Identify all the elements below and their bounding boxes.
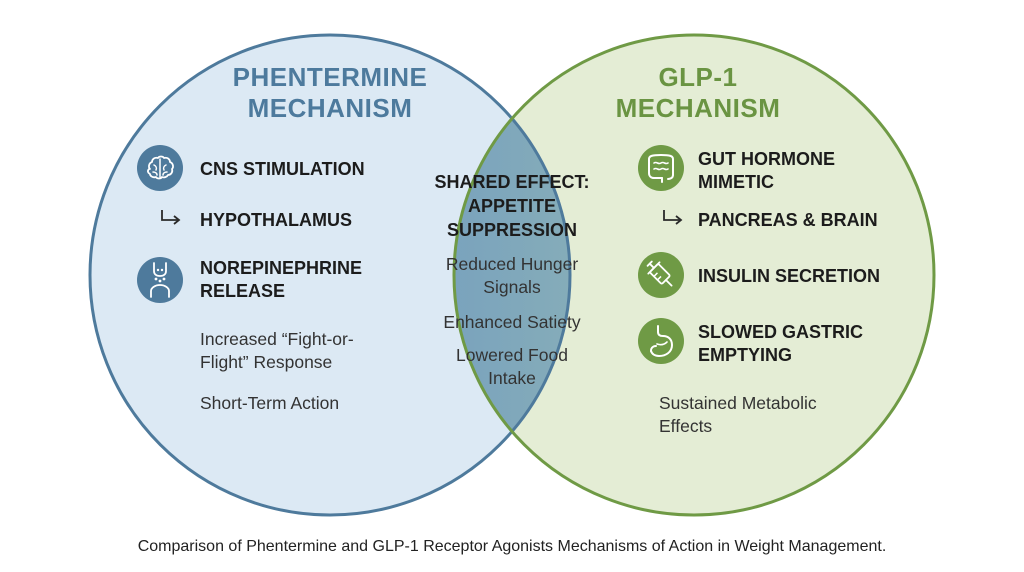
short-term-action-description: Short-Term Action [200,393,340,413]
figure-caption: Comparison of Phentermine and GLP-1 Rece… [137,538,887,555]
arrow-icon [161,210,181,225]
insulin-secretion-label: INSULIN SECRETION [698,266,881,286]
glp1-circle [454,35,934,515]
intestine-icon [638,145,684,191]
sustained-metabolic-description: Sustained Metabolic Effects [659,393,817,436]
reduced-hunger-item: Reduced Hunger Signals [445,254,579,297]
lowered-food-intake-item: Lowered Food Intake [456,345,568,388]
shared-effect-heading: SHARED EFFECT: APPETITE SUPPRESSION [434,172,590,240]
arrow-icon [663,210,683,225]
stomach-icon [638,318,684,364]
slowed-gastric-emptying-label: SLOWED GASTRIC EMPTYING [698,322,863,365]
enhanced-satiety-item: Enhanced Satiety [443,312,581,332]
norepinephrine-release-label: NOREPINEPHRINE RELEASE [200,258,363,301]
cns-stimulation-label: CNS STIMULATION [200,159,365,179]
phentermine-title: PHENTERMINE MECHANISM [232,62,428,123]
phentermine-circle [90,35,570,515]
brain-icon [137,145,183,191]
glp1-title: GLP-1 MECHANISM [615,62,781,123]
syringe-icon [638,252,684,298]
hypothalamus-label: HYPOTHALAMUS [200,210,352,230]
pancreas-brain-label: PANCREAS & BRAIN [698,210,878,230]
fight-or-flight-description: Increased “Fight-or- Flight” Response [200,329,354,372]
synapse-icon [137,257,183,303]
gut-hormone-mimetic-label: GUT HORMONE MIMETIC [698,149,835,192]
